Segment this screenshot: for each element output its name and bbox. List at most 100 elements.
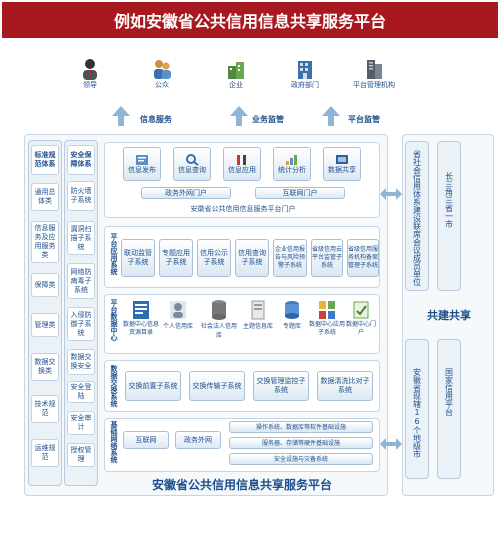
security-column: 安全保障体系 防火墙子系统 漏洞扫描子系统 网络防病毒子系统 入侵防御子系统 数… [64,140,98,486]
co-build-share: 共建共享 [427,309,471,322]
security-item: 数据交换安全 [67,349,95,375]
page-title: 例如安徽省公共信用信息共享服务平台 [2,2,498,38]
app-item[interactable]: 省级信用服务机构备案管理子系统 [347,239,379,277]
dc-item[interactable]: 数据中心门户 [345,299,377,337]
exchange-label: 数据交换系统 [110,365,118,407]
security-item: 网络防病毒子系统 [67,263,95,299]
catalog-icon [133,301,149,319]
security-header: 安全保障体系 [67,145,95,175]
double-arrow-top [380,188,402,200]
user-leader: 领导 [70,58,110,90]
platform-arrow [322,106,340,126]
standards-header: 标准规范体系 [31,145,59,175]
portal-footer: 安徽省公共信用信息服务平台门户 [190,205,296,213]
app-layer: 平台应用系统 联动监管子系统 专题应用子系统 信用公示子系统 信用查询子系统 企… [104,226,380,288]
dc-item[interactable]: 数据中心应用子系统 [309,299,345,337]
exchange-item[interactable]: 交换传输子系统 [189,371,245,401]
person-icon [170,301,186,319]
network-label: 基础网络系统 [110,421,118,463]
app-application[interactable]: 信息应用 [223,147,261,181]
app-item[interactable]: 企业信用报告与风险预警子系统 [273,239,307,277]
disk-icon [285,301,299,319]
prefecture-cities: 安徽省现辖16个地级市 [405,339,429,479]
data-center-items: 数据中心信息资源目录 个人信用库 社会法人信用库 主题信息库 专题库 数据中心应… [123,299,377,351]
flow-platform-label: 平台监管 [348,115,380,124]
flow-service-label: 信息服务 [140,115,172,124]
exchange-item[interactable]: 数据清洗比对子系统 [317,371,373,401]
dc-item[interactable]: 主题信息库 [241,299,275,330]
security-item: 安全审计 [67,411,95,435]
exchange-item[interactable]: 交换前置子系统 [125,371,181,401]
app-item[interactable]: 信用查询子系统 [235,239,269,277]
exchange-item[interactable]: 交换管理监控子系统 [253,371,309,401]
yangtze-delta: 长三角三省一市 [437,141,461,291]
user-platform-admin: 平台管理机构 [346,58,402,90]
standards-column: 标准规范体系 通用总体类 信息服务及应用服务类 保障类 管理类 数据交换类 技术… [28,140,62,486]
standard-item: 数据交换类 [31,353,59,381]
standard-item: 信息服务及应用服务类 [31,221,59,263]
leader-icon [83,59,97,80]
portal-icon [353,301,369,319]
standard-item: 技术规范 [31,395,59,423]
portal-block: 信息发布 信息查询 信息应用 统计分析 数据共享 政务外网门户 互联网门户 安徽… [104,142,380,218]
user-government: 政府部门 [282,58,328,90]
dc-item[interactable]: 专题库 [277,299,307,330]
app-item[interactable]: 联动监管子系统 [121,239,155,277]
database-icon [212,300,226,320]
stats-icon [286,154,297,165]
app-item[interactable]: 专题应用子系统 [159,239,193,277]
standard-item: 管理类 [31,313,59,337]
platform-name: 安徽省公共信用信息共享服务平台 [151,478,332,492]
query-icon [186,153,199,166]
national-platform: 国家信用平台 [437,339,461,479]
dc-item[interactable]: 社会法人信用库 [199,299,239,339]
portal-external[interactable]: 政务外网门户 [141,187,231,199]
app-item[interactable]: 信用公示子系统 [197,239,231,277]
app-share[interactable]: 数据共享 [323,147,361,181]
user-enterprise: 企业 [216,58,256,90]
app-publish[interactable]: 信息发布 [123,147,161,181]
dc-item[interactable]: 个人信用库 [161,299,195,330]
business-arrow [230,106,248,126]
data-center-label: 平台数据中心 [110,299,118,341]
user-public: 公众 [142,58,182,90]
users-row: 领导 公众 企业 政府部门 平台管理机构 [70,58,400,102]
flow-business-label: 业务监管 [252,115,284,124]
app-query[interactable]: 信息查询 [173,147,211,181]
app-stats[interactable]: 统计分析 [273,147,311,181]
net-internet[interactable]: 互联网 [123,431,169,449]
standard-item: 运维规范 [31,439,59,467]
security-item: 漏洞扫描子系统 [67,221,95,255]
portal-internet[interactable]: 互联网门户 [255,187,345,199]
dc-item[interactable]: 数据中心信息资源目录 [123,299,159,337]
infra-item[interactable]: 服务器、存储等硬件基础设施 [229,437,373,449]
government-icon [298,61,312,79]
standard-item: 保障类 [31,273,59,297]
apps-grid-icon [319,301,335,319]
security-item: 授权管理 [67,443,95,467]
data-center: 平台数据中心 数据中心信息资源目录 个人信用库 社会法人信用库 主题信息库 专题… [104,294,380,354]
exchange-system: 数据交换系统 交换前置子系统 交换传输子系统 交换管理监控子系统 数据清洗比对子… [104,360,380,412]
public-icon [154,60,171,79]
publish-icon [136,154,148,165]
platform-admin-icon [367,60,382,79]
security-item: 安全登陆 [67,381,95,403]
member-units: 省社会信用体系建设联席会议成员单位 [405,141,429,291]
network-system: 基础网络系统 互联网 政务外网 操作系统、数据库等软件基础设施 服务器、存储等硬… [104,418,380,472]
standard-item: 通用总体类 [31,183,59,211]
service-arrow [112,106,130,126]
app-item[interactable]: 省级信用云平台监管子系统 [311,239,343,277]
infra-item[interactable]: 操作系统、数据库等软件基础设施 [229,421,373,433]
portal-apps: 信息发布 信息查询 信息应用 统计分析 数据共享 [123,147,363,183]
share-icon [336,154,348,164]
enterprise-icon [228,62,244,79]
double-arrow-bottom [380,438,402,450]
right-panel: 省社会信用体系建设联席会议成员单位 长三角三省一市 共建共享 安徽省现辖16个地… [402,134,494,496]
infra-item[interactable]: 安全设施与灾备系统 [229,453,373,465]
app-layer-label: 平台应用系统 [110,233,118,275]
server-icon [251,300,265,320]
tools-icon [237,154,246,165]
net-gov[interactable]: 政务外网 [175,431,221,449]
security-item: 入侵防御子系统 [67,307,95,341]
security-item: 防火墙子系统 [67,181,95,211]
